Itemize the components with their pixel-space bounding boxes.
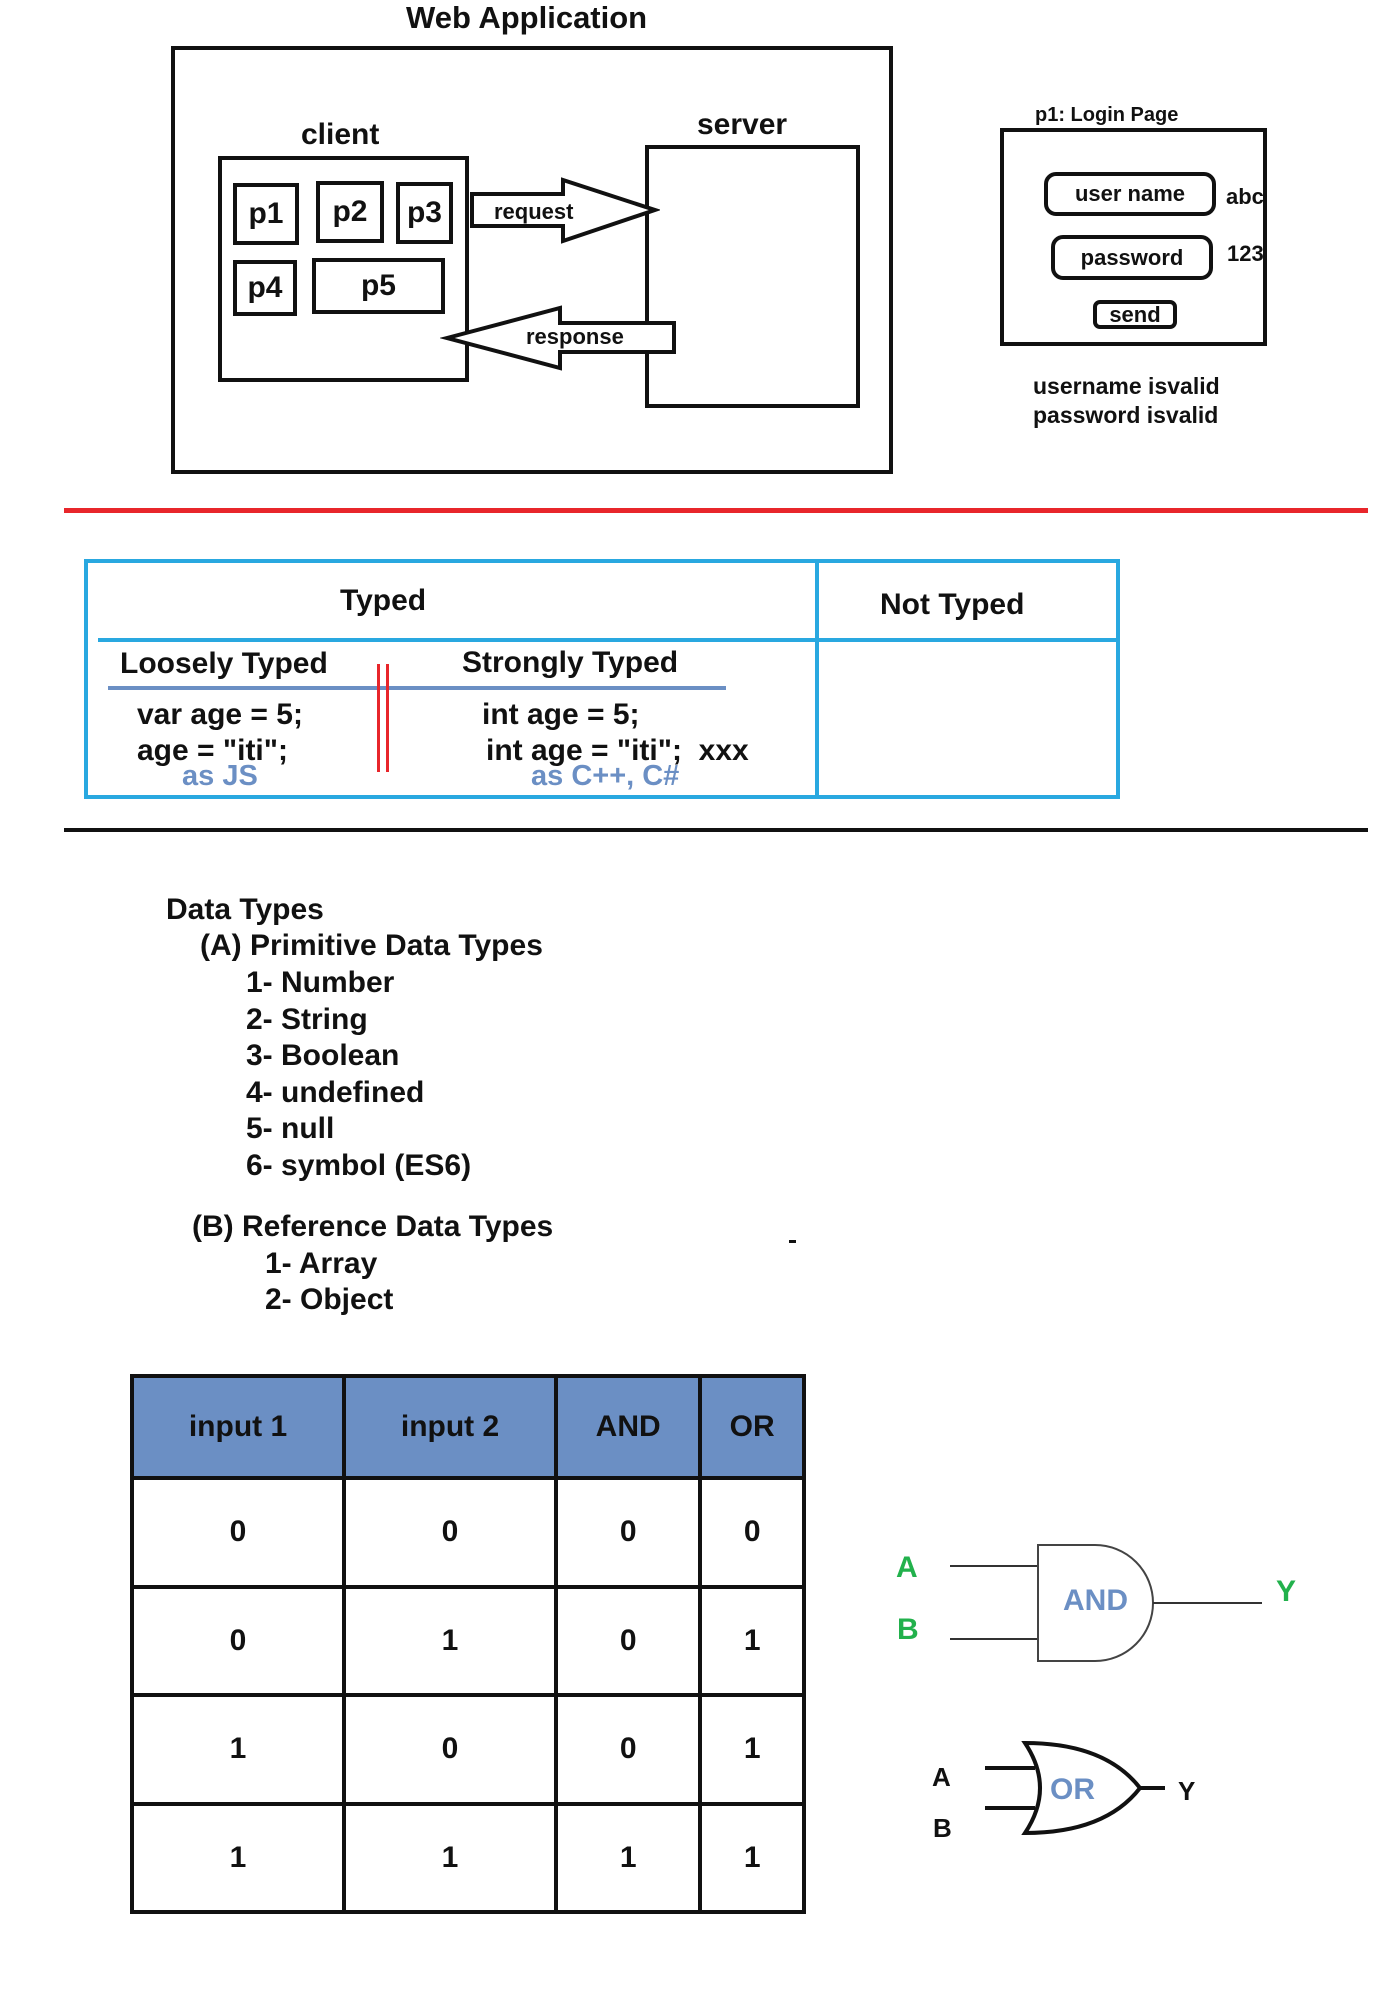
page-p3-label: p3 <box>406 196 442 229</box>
data-types-title: Data Types <box>166 893 324 926</box>
typing-table <box>84 559 1120 799</box>
response-label: response <box>526 324 624 349</box>
strongly-line-1: int age = 5; <box>482 698 640 731</box>
page-p1: p1 <box>233 183 299 245</box>
stray-dash <box>789 1240 796 1243</box>
username-value: abc <box>1226 184 1263 209</box>
red-divider <box>64 508 1368 513</box>
request-arrow <box>470 177 660 244</box>
subheader-underline <box>108 686 726 690</box>
and-gate <box>950 1544 1262 1662</box>
server-label: server <box>697 108 788 141</box>
truth-table-cell: 1 <box>129 1693 347 1806</box>
loosely-note: as JS <box>182 760 258 792</box>
password-value: 123 <box>1227 241 1263 266</box>
client-box <box>218 156 469 382</box>
primitive-type-item: 3- Boolean <box>246 1039 400 1073</box>
header-and: AND <box>554 1374 703 1480</box>
truth-table-cell: 1 <box>129 1801 347 1914</box>
or-gate-input-b: B <box>933 1813 952 1843</box>
truth-table-cell: 0 <box>698 1476 806 1589</box>
truth-table-cell: 0 <box>554 1584 703 1697</box>
typed-header: Typed <box>340 584 427 617</box>
truth-table-cell: 0 <box>342 1476 559 1589</box>
truth-table-cell: 1 <box>698 1693 806 1806</box>
header-input-1: input 1 <box>129 1374 347 1480</box>
truth-table-cell: 1 <box>698 1584 806 1697</box>
or-gate-input-a: A <box>932 1762 951 1792</box>
truth-table-cell: 1 <box>342 1584 559 1697</box>
username-field: user name <box>1044 172 1216 216</box>
password-field: password <box>1051 235 1213 280</box>
page-p5-label: p5 <box>360 269 396 302</box>
reference-types-title: (B) Reference Data Types <box>192 1210 554 1243</box>
username-field-label: user name <box>1074 181 1186 206</box>
red-double-bar <box>377 664 389 772</box>
send-button: send <box>1093 300 1177 329</box>
typing-table-column-divider <box>815 559 819 799</box>
truth-table-cell: 0 <box>129 1476 347 1589</box>
client-label: client <box>301 118 380 151</box>
loosely-typed-title: Loosely Typed <box>120 647 328 680</box>
primitive-type-item: 2- String <box>246 1002 368 1036</box>
strongly-note: as C++, C# <box>531 760 680 792</box>
validation-message-password: password isvalid <box>1033 402 1219 428</box>
page-p4: p4 <box>233 260 297 316</box>
truth-table-header-row: input 1 input 2 AND OR <box>129 1374 806 1480</box>
page-p1-label: p1 <box>248 197 284 230</box>
strongly-typed-title: Strongly Typed <box>462 646 679 679</box>
web-app-frame <box>171 46 893 474</box>
reference-type-item: 1- Array <box>265 1247 378 1280</box>
page-p2: p2 <box>316 181 384 243</box>
truth-table-cell: 0 <box>129 1584 347 1697</box>
truth-table-cell: 1 <box>554 1801 703 1914</box>
loosely-line-2: age = "iti"; <box>137 734 288 767</box>
truth-table-cell: 0 <box>554 1693 703 1806</box>
and-gate-output: Y <box>1276 1575 1297 1608</box>
primitive-type-item: 1- Number <box>246 966 395 999</box>
and-gate-input-a: A <box>896 1551 918 1584</box>
not-typed-header: Not Typed <box>880 588 1025 621</box>
truth-table-cell: 0 <box>554 1476 703 1589</box>
page-p3: p3 <box>396 182 453 244</box>
validation-message-username: username isvalid <box>1033 373 1220 399</box>
response-arrow <box>440 305 676 371</box>
password-field-label: password <box>1080 244 1184 270</box>
login-page-frame <box>1000 128 1267 346</box>
send-button-label: send <box>1109 301 1161 327</box>
typing-table-row-divider <box>98 638 1120 642</box>
web-app-title: Web Application <box>406 0 648 35</box>
strongly-line-2: int age = "iti"; xxx <box>486 734 749 767</box>
and-gate-input-b: B <box>897 1613 919 1646</box>
request-label: request <box>494 199 574 224</box>
reference-type-item: 2- Object <box>265 1283 394 1316</box>
black-divider <box>64 828 1368 832</box>
or-gate-output: Y <box>1178 1776 1196 1806</box>
or-gate <box>985 1740 1165 1836</box>
page-p4-label: p4 <box>247 271 283 304</box>
server-box <box>645 145 860 408</box>
primitive-type-item: 4- undefined <box>246 1075 425 1109</box>
primitive-types-title: (A) Primitive Data Types <box>200 929 543 962</box>
primitive-type-item: 5- null <box>246 1112 335 1146</box>
page-p2-label: p2 <box>332 195 368 228</box>
header-input-2: input 2 <box>342 1374 559 1480</box>
page-p5: p5 <box>312 258 445 314</box>
truth-table-cell: 0 <box>342 1693 559 1806</box>
and-gate-label: AND <box>1063 1584 1128 1617</box>
or-gate-label: OR <box>1050 1773 1095 1806</box>
primitive-type-item: 6- symbol (ES6) <box>246 1149 472 1182</box>
header-or: OR <box>698 1374 806 1480</box>
login-page-title: p1: Login Page <box>1035 104 1179 126</box>
truth-table-cell: 1 <box>342 1801 559 1914</box>
loosely-line-1: var age = 5; <box>137 698 303 731</box>
truth-table-cell: 1 <box>698 1801 806 1914</box>
